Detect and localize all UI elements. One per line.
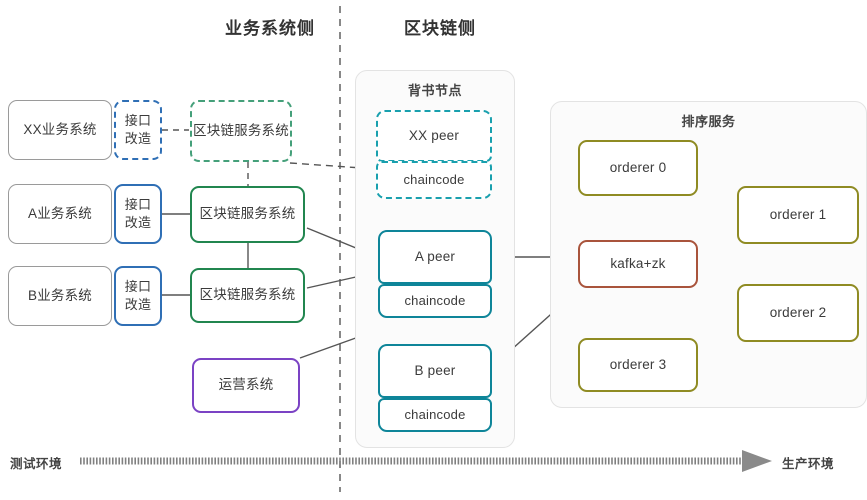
peer-b-chaincode[interactable]: chaincode bbox=[378, 398, 492, 432]
adapter-b[interactable]: 接口 改造 bbox=[114, 266, 162, 326]
peer-xx-label: XX peer bbox=[408, 127, 460, 143]
business-system-xx-label: XX业务系统 bbox=[23, 121, 97, 137]
peer-xx-chaincode-label: chaincode bbox=[403, 171, 465, 187]
orderer-0-label: orderer 0 bbox=[609, 159, 667, 175]
chain-service-system-planned-label: 区块链服务系统 bbox=[193, 122, 289, 138]
header-business-side: 业务系统侧 bbox=[225, 19, 315, 38]
adapter-xx-line2: 改造 bbox=[124, 131, 152, 146]
peer-a-chaincode-label: chaincode bbox=[404, 292, 466, 308]
ordering-service-group-title: 排序服务 bbox=[681, 114, 736, 129]
axis-label-prod-env: 生产环境 bbox=[782, 457, 835, 471]
axis-label-test-env: 测试环境 bbox=[10, 457, 63, 471]
business-system-a-label: A业务系统 bbox=[27, 205, 92, 221]
header-blockchain-side: 区块链侧 bbox=[404, 19, 476, 38]
peer-b[interactable]: B peer bbox=[378, 344, 492, 398]
chain-service-system-planned[interactable]: 区块链服务系统 bbox=[190, 100, 292, 162]
business-system-xx[interactable]: XX业务系统 bbox=[8, 100, 112, 160]
adapter-b-line1: 接口 bbox=[124, 279, 152, 295]
chain-service-system-a-label: 区块链服务系统 bbox=[199, 206, 296, 222]
adapter-a[interactable]: 接口 改造 bbox=[114, 184, 162, 244]
orderer-3[interactable]: orderer 3 bbox=[578, 338, 698, 392]
ops-system[interactable]: 运营系统 bbox=[192, 358, 300, 413]
endorsing-node-group-title: 背书节点 bbox=[407, 83, 462, 98]
peer-xx[interactable]: XX peer bbox=[376, 110, 492, 162]
peer-b-label: B peer bbox=[414, 362, 456, 378]
business-system-b[interactable]: B业务系统 bbox=[8, 266, 112, 326]
adapter-b-line2: 改造 bbox=[124, 297, 152, 312]
business-system-a[interactable]: A业务系统 bbox=[8, 184, 112, 244]
peer-a-chaincode[interactable]: chaincode bbox=[378, 284, 492, 318]
orderer-2-label: orderer 2 bbox=[769, 304, 827, 320]
orderer-3-label: orderer 3 bbox=[609, 356, 667, 372]
chain-service-system-a[interactable]: 区块链服务系统 bbox=[190, 186, 305, 243]
peer-a[interactable]: A peer bbox=[378, 230, 492, 284]
adapter-a-line1: 接口 bbox=[124, 197, 152, 213]
chain-service-system-b[interactable]: 区块链服务系统 bbox=[190, 268, 305, 323]
ops-system-label: 运营系统 bbox=[218, 377, 274, 393]
orderer-2[interactable]: orderer 2 bbox=[737, 284, 859, 342]
chain-service-system-b-label: 区块链服务系统 bbox=[199, 287, 296, 303]
orderer-0[interactable]: orderer 0 bbox=[578, 140, 698, 196]
kafka-zk-label: kafka+zk bbox=[610, 255, 666, 271]
orderer-1-label: orderer 1 bbox=[769, 206, 827, 222]
adapter-xx[interactable]: 接口 改造 bbox=[114, 100, 162, 160]
peer-xx-chaincode[interactable]: chaincode bbox=[376, 161, 492, 199]
adapter-xx-line1: 接口 bbox=[124, 113, 152, 129]
peer-b-chaincode-label: chaincode bbox=[404, 406, 466, 422]
adapter-a-line2: 改造 bbox=[124, 215, 152, 230]
peer-a-label: A peer bbox=[414, 248, 456, 264]
environment-arrow bbox=[80, 450, 772, 472]
orderer-1[interactable]: orderer 1 bbox=[737, 186, 859, 244]
kafka-zk[interactable]: kafka+zk bbox=[578, 240, 698, 288]
business-system-b-label: B业务系统 bbox=[27, 287, 92, 303]
